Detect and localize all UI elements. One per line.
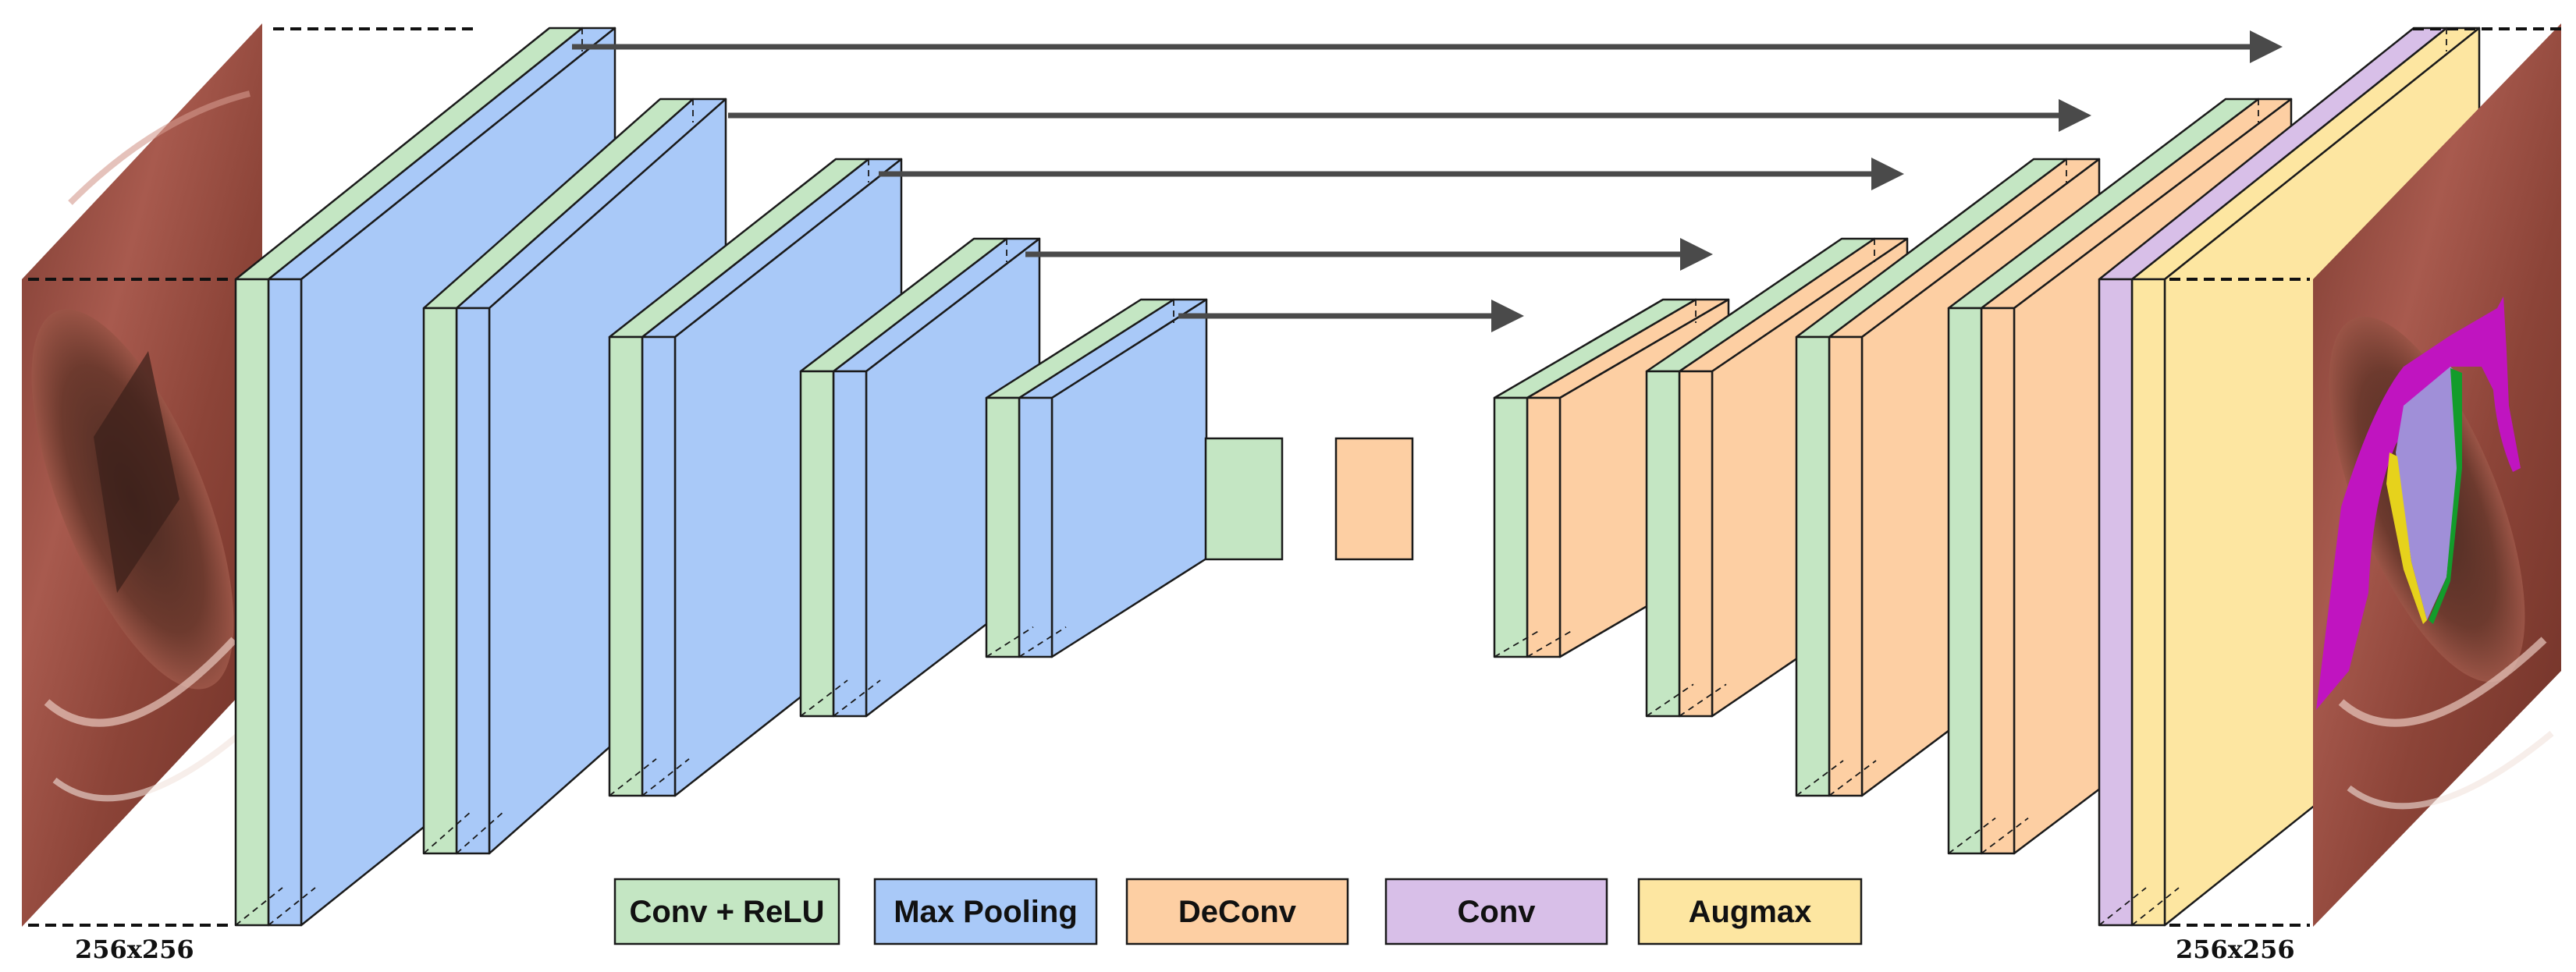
output-image — [2313, 23, 2561, 927]
hidden-edge — [1018, 626, 1067, 658]
hidden-edge — [1981, 817, 2029, 854]
hidden-edge — [1679, 683, 1727, 717]
bottleneck-conv-block — [1204, 437, 1284, 561]
input-image — [22, 23, 262, 927]
hidden-edge — [800, 679, 848, 717]
slab-front-face — [832, 370, 868, 718]
slab-front-face — [799, 370, 835, 718]
legend-label: DeConv — [1178, 895, 1297, 929]
hidden-edge — [1494, 629, 1542, 658]
segmentation-yellow-region — [2386, 452, 2427, 624]
legend-swatch — [613, 878, 840, 945]
legend-swatch — [1384, 878, 1608, 945]
input-size-label: 256x256 — [75, 935, 194, 964]
legend-item-deconv: DeConv — [1125, 878, 1349, 945]
slab-front-face — [422, 307, 458, 855]
legend-label: Augmax — [1689, 895, 1812, 929]
slab-front-face — [1645, 370, 1681, 718]
hidden-edge — [1828, 760, 1877, 796]
slab-front-face — [641, 335, 677, 797]
legend-item-conv-relu: Conv + ReLU — [613, 878, 840, 945]
hidden-edge — [1646, 683, 1694, 717]
slab-front-face — [455, 307, 491, 855]
slab-front-face — [608, 335, 644, 797]
slab-front-face — [985, 396, 1021, 658]
legend-label: Max Pooling — [894, 895, 1078, 929]
slab-front-face — [1947, 307, 1983, 855]
legend-swatch — [1637, 878, 1863, 945]
slab-front-face — [1980, 307, 2016, 855]
slab-front-face — [1828, 335, 1864, 797]
hidden-edge — [609, 758, 657, 796]
slab-front-face — [2130, 278, 2166, 927]
legend-label: Conv — [1458, 895, 1537, 929]
skip-connections — [572, 30, 2283, 332]
legend-item-max-pooling: Max Pooling — [873, 878, 1098, 945]
slab-front-face — [267, 278, 303, 927]
slab-front-face — [1795, 335, 1831, 797]
legend: Conv + ReLU Max Pooling DeConv Conv Augmax — [613, 878, 1863, 945]
segmentation-magenta-region — [2316, 296, 2521, 710]
slab-front-face — [234, 278, 270, 927]
hidden-edge — [986, 626, 1034, 658]
slab-front-face — [1678, 370, 1714, 718]
bottleneck-deconv-block — [1334, 437, 1414, 561]
slab-front-face — [1493, 396, 1529, 658]
hidden-edge — [833, 679, 881, 717]
segmentation-lavender-region — [2396, 367, 2458, 620]
segmentation-green-region — [2429, 368, 2462, 624]
encoder-block-5 — [985, 298, 1208, 658]
layer-stack — [234, 27, 2481, 927]
hidden-edge — [1526, 629, 1575, 658]
hidden-edge — [1796, 760, 1844, 796]
hidden-edge — [641, 758, 690, 796]
legend-swatch — [1125, 878, 1349, 945]
input-dashed-guides — [28, 27, 476, 927]
output-dashed-guides — [2169, 27, 2567, 927]
output-size-label: 256x256 — [2176, 935, 2295, 964]
slab-front-face — [1526, 396, 1562, 658]
slab-front-face — [2098, 278, 2134, 927]
hidden-edge — [1948, 817, 1996, 854]
legend-item-conv: Conv — [1384, 878, 1608, 945]
slab-front-face — [1018, 396, 1053, 658]
legend-item-augmax: Augmax — [1637, 878, 1863, 945]
legend-swatch — [873, 878, 1098, 945]
legend-label: Conv + ReLU — [629, 895, 824, 929]
